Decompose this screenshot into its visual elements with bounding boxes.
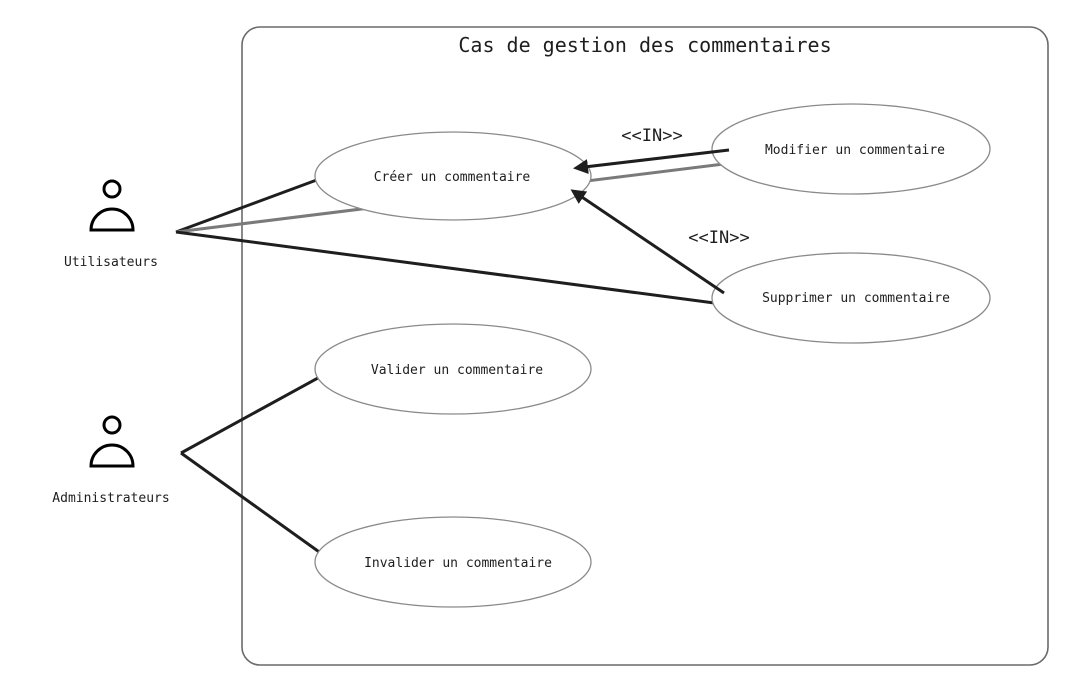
- usecase-modify[interactable]: Modifier un commentaire: [711, 103, 991, 195]
- actor-users-label: Utilisateurs: [64, 255, 158, 270]
- usecase-delete-ellipse: [711, 252, 991, 344]
- include-arrow-modify: [573, 148, 730, 175]
- usecase-invalidate-ellipse: [314, 516, 592, 608]
- usecase-validate-ellipse: [314, 323, 592, 415]
- usecase-invalidate[interactable]: Invalider un commentaire: [314, 516, 592, 608]
- system-title: Cas de gestion des commentaires: [458, 33, 831, 57]
- usecase-delete[interactable]: Supprimer un commentaire: [711, 252, 991, 344]
- usecase-delete-label: Supprimer un commentaire: [762, 291, 950, 306]
- include-label-modify: <<IN>>: [621, 126, 682, 146]
- usecase-create-ellipse: [314, 131, 592, 221]
- actor-admins-label: Administrateurs: [52, 491, 169, 506]
- assoc-users-create: [175, 169, 342, 234]
- system-boundary: [241, 26, 1049, 666]
- usecase-create[interactable]: Créer un commentaire: [314, 131, 592, 221]
- person-icon: [89, 415, 135, 468]
- usecase-invalidate-label: Invalider un commentaire: [364, 556, 552, 571]
- assoc-users-delete: [175, 230, 738, 308]
- usecase-modify-label: Modifier un commentaire: [765, 143, 945, 158]
- usecase-modify-ellipse: [711, 103, 991, 195]
- include-label-delete: <<IN>>: [688, 228, 749, 248]
- usecase-create-label: Créer un commentaire: [374, 170, 531, 185]
- assoc-admins-invalidate: [180, 451, 337, 566]
- usecase-validate-label: Valider un commentaire: [371, 363, 543, 378]
- assoc-admins-validate: [180, 365, 339, 455]
- person-icon: [89, 179, 135, 232]
- include-arrow-delete: [570, 189, 725, 295]
- usecase-validate[interactable]: Valider un commentaire: [314, 323, 592, 415]
- actor-admins[interactable]: Administrateurs: [52, 415, 170, 506]
- actor-users[interactable]: Utilisateurs: [64, 179, 158, 270]
